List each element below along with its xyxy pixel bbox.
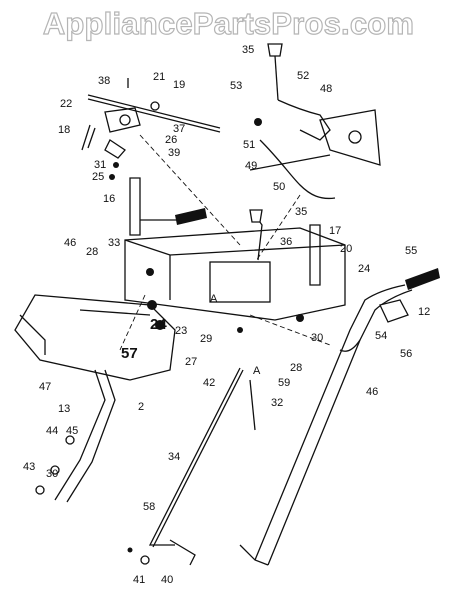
callout: 45: [66, 425, 78, 437]
callout: 50: [273, 181, 285, 193]
callout: 30: [46, 468, 58, 480]
callout: 52: [297, 70, 309, 82]
callout: 16: [103, 193, 115, 205]
callout: 49: [245, 160, 257, 172]
callout: 18: [58, 124, 70, 136]
watermark: AppliancePartsPros.com: [42, 5, 415, 41]
callout: 2: [138, 401, 144, 413]
callout: 55: [405, 245, 417, 257]
callout: 19: [173, 79, 185, 91]
handle-upper: [129, 177, 321, 286]
callout: 53: [230, 80, 242, 92]
callout: 24: [358, 263, 370, 275]
callout: 48: [320, 83, 332, 95]
callout: 17: [329, 225, 341, 237]
callout: 54: [375, 330, 387, 342]
callout: 46: [64, 237, 76, 249]
callout: 36: [280, 236, 292, 248]
callout: 33: [108, 237, 120, 249]
shift-lever-assembly: [249, 43, 381, 271]
callout: 35: [242, 44, 254, 56]
callout: 28: [86, 246, 98, 258]
shift-rod-assembly: [81, 78, 241, 246]
callout: 59: [278, 377, 290, 389]
callout: A: [253, 365, 261, 377]
callout: 12: [418, 306, 430, 318]
callout: 22: [60, 98, 72, 110]
left-handle: [35, 369, 116, 503]
callout: 32: [271, 397, 283, 409]
callout-labels: 21 19 38 22 37 18 26 39 31 25 16 35 52 5…: [23, 44, 430, 586]
linkage-rods: [127, 367, 256, 566]
callout: 26: [165, 134, 177, 146]
callout: 21: [153, 71, 165, 83]
callout: 43: [23, 461, 35, 473]
callout: 57: [121, 345, 138, 362]
callout: 42: [203, 377, 215, 389]
callout: 35: [295, 206, 307, 218]
callout: 27: [185, 356, 197, 368]
callout: A: [210, 293, 218, 305]
callout: 20: [340, 243, 352, 255]
callout: 13: [58, 403, 70, 415]
callout: 38: [98, 75, 110, 87]
callout: 56: [400, 348, 412, 360]
right-handle: [239, 268, 440, 566]
callout: 58: [143, 501, 155, 513]
callout: 29: [200, 333, 212, 345]
callout: 41: [133, 574, 145, 586]
callout: 34: [168, 451, 180, 463]
callout: 40: [161, 574, 173, 586]
callout: 23: [175, 325, 187, 337]
callout: 31: [94, 159, 106, 171]
callout: 39: [168, 147, 180, 159]
callout: 25: [92, 171, 104, 183]
callout: 46: [366, 386, 378, 398]
callout: 47: [39, 381, 51, 393]
callout: 24: [150, 316, 167, 333]
callout: 30: [311, 332, 323, 344]
callout: 44: [46, 425, 58, 437]
callout: 37: [173, 123, 185, 135]
callout: 28: [290, 362, 302, 374]
callout: 51: [243, 139, 255, 151]
left-housing: [14, 294, 176, 381]
